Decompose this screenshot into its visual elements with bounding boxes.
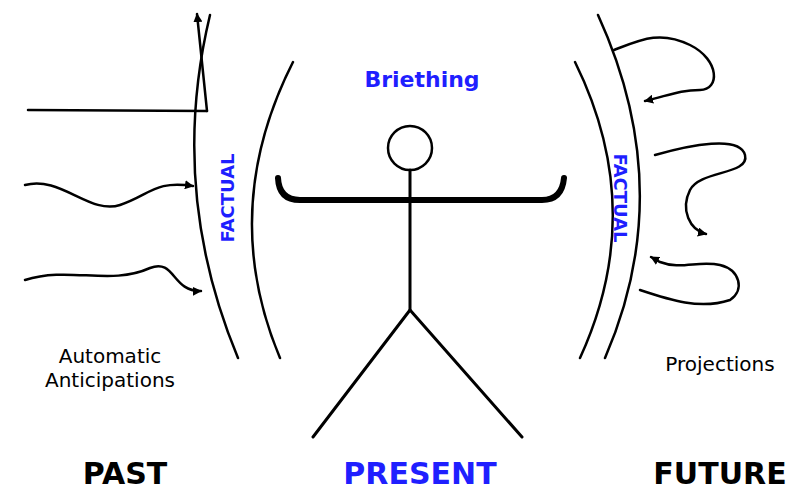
projection-loop — [655, 143, 745, 234]
deflected-arrow — [197, 14, 207, 111]
time-heading: PRESENT — [343, 456, 496, 492]
past-arrow — [25, 266, 201, 291]
inner-right-arc — [575, 62, 613, 358]
side-note: Projections — [665, 352, 774, 376]
figure-arms — [278, 178, 564, 200]
time-heading: FUTURE — [653, 456, 786, 492]
time-heading: PAST — [83, 456, 168, 492]
boundary-label: FACTUAL — [217, 153, 239, 242]
figure-body — [409, 170, 412, 310]
side-note: Automatic Anticipations — [25, 344, 195, 392]
past-line — [28, 110, 207, 111]
past-arrow — [25, 183, 193, 206]
boundary-label: FACTUAL — [609, 153, 631, 242]
outer-left-arc — [194, 15, 238, 358]
figure-head — [388, 126, 432, 170]
inner-left-arc — [252, 62, 293, 358]
projection-loop — [640, 257, 739, 304]
title-word: Briething — [364, 67, 479, 93]
projection-loop — [614, 37, 714, 101]
outer-right-arc — [598, 15, 640, 358]
figure-legs — [313, 310, 522, 437]
